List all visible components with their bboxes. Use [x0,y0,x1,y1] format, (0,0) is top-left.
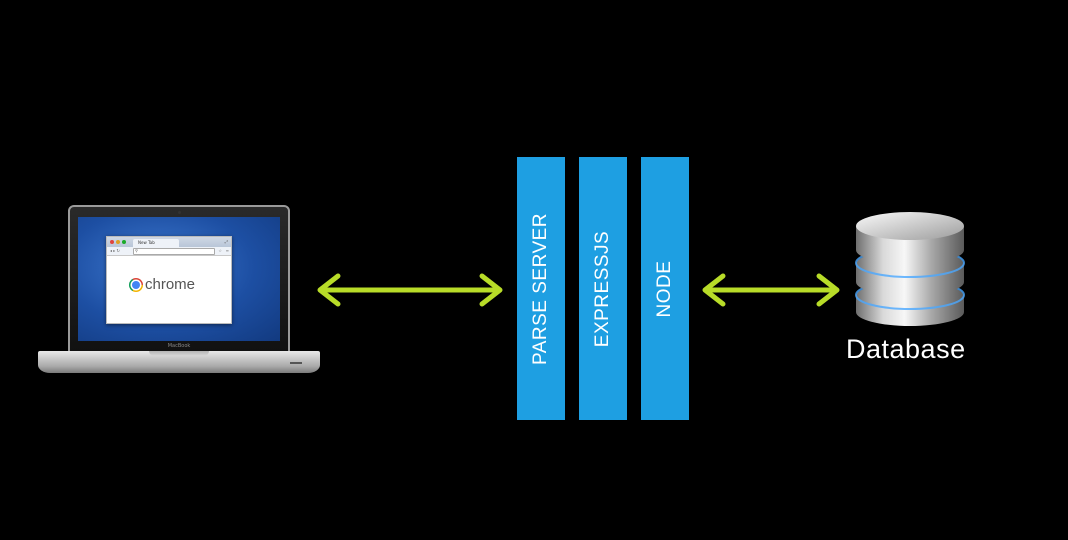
layer-label: EXPRESSJS [592,230,613,347]
laptop-brand: MacBook [167,343,191,349]
layer-label: NODE [654,260,675,317]
minimize-window-icon [116,240,120,244]
laptop-screen: New Tab ⤢ ◂ ▸ ↻ ⚲ ☆ ≡ chrome [78,217,280,341]
expressjs-layer: EXPRESSJS [579,157,627,420]
parse-server-layer: PARSE SERVER [517,157,565,420]
node-layer: NODE [641,157,689,420]
layer-label: PARSE SERVER [530,212,551,365]
search-icon: ⚲ [135,248,138,253]
browser-tab: New Tab [133,239,179,247]
fullscreen-icon: ⤢ [224,239,228,244]
browser-tabstrip: New Tab ⤢ [107,237,231,247]
database-icon [855,212,965,326]
browser-toolbar: ◂ ▸ ↻ ⚲ ☆ ≡ [107,247,231,256]
maximize-window-icon [122,240,126,244]
laptop-icon: New Tab ⤢ ◂ ▸ ↻ ⚲ ☆ ≡ chrome MacBook [38,205,320,375]
laptop-sleep-light [290,362,302,364]
database-label: Database [846,334,966,364]
bookmark-star-icon: ☆ [218,248,222,253]
new-tab-page: chrome [107,256,231,323]
laptop-lid: New Tab ⤢ ◂ ▸ ↻ ⚲ ☆ ≡ chrome MacBook [68,205,290,353]
menu-icon: ≡ [225,248,229,253]
chrome-wordmark: chrome [145,276,196,293]
close-window-icon [110,240,114,244]
laptop-notch [149,351,209,356]
browser-window: New Tab ⤢ ◂ ▸ ↻ ⚲ ☆ ≡ chrome [106,236,232,324]
chrome-logo-icon [129,278,143,292]
back-forward-reload-icon: ◂ ▸ ↻ [110,248,120,253]
camera-icon [178,211,181,214]
bidirectional-arrow-left [317,273,503,307]
omnibox: ⚲ [133,248,215,255]
laptop-base [38,351,320,373]
bidirectional-arrow-right [702,273,840,307]
